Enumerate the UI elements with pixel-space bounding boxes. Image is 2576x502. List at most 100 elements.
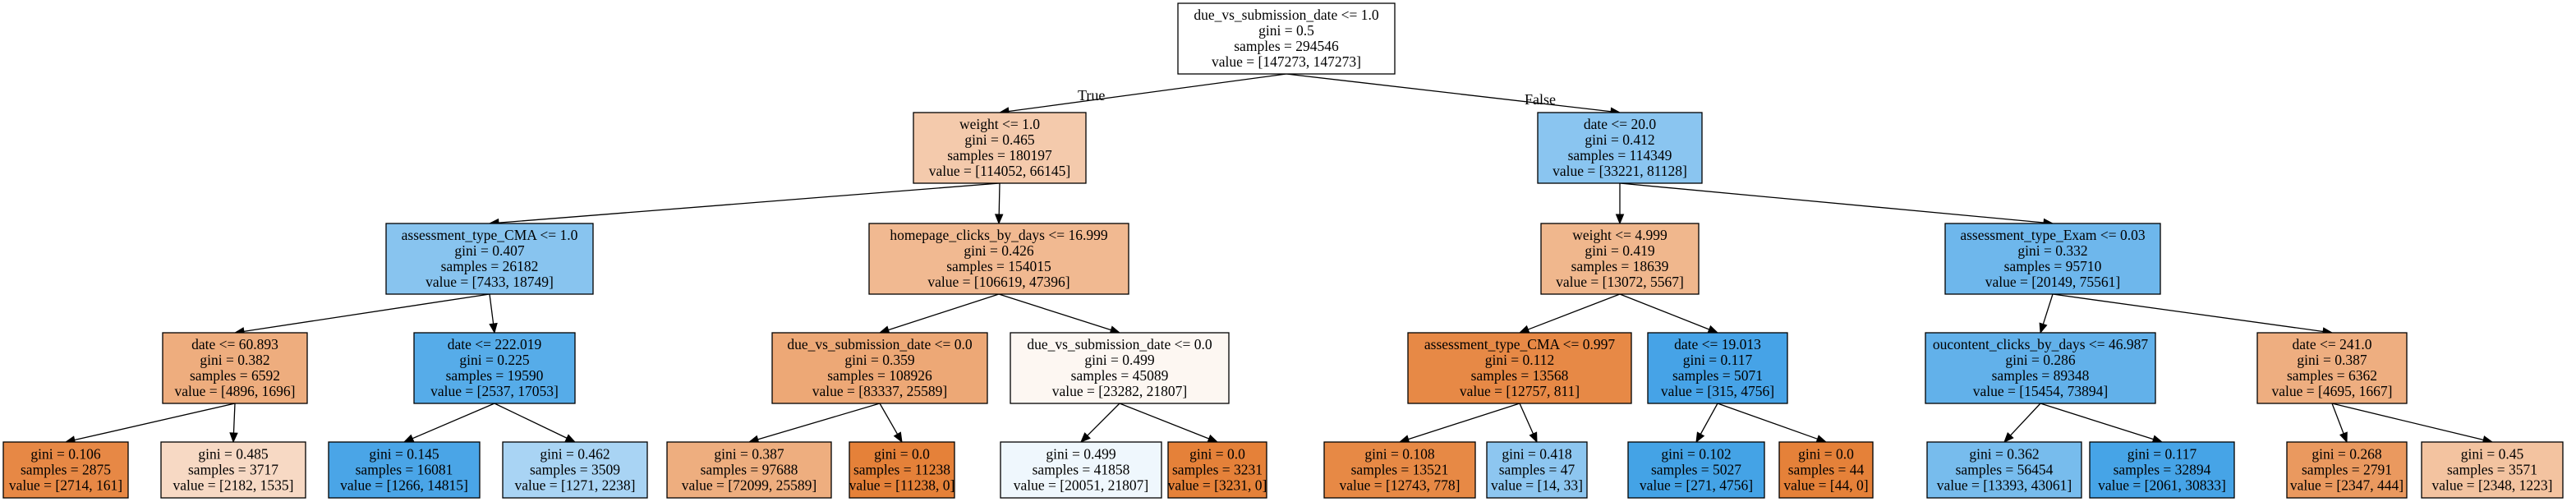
node-box [1407, 332, 1632, 404]
node-value-text: value = [7433, 18749] [426, 274, 554, 290]
node-value-text: value = [147273, 147273] [1212, 53, 1361, 70]
arrowhead-n20 [893, 431, 903, 444]
node-value-text: value = [13393, 43061] [1937, 477, 2072, 494]
node-split-text: due_vs_submission_date <= 1.0 [1194, 7, 1379, 23]
node-samples-text: samples = 154015 [946, 258, 1051, 274]
node-split-text: date <= 222.019 [448, 336, 542, 352]
node-gini-text: gini = 0.359 [844, 352, 914, 368]
node-gini-text: gini = 0.465 [964, 131, 1034, 148]
node-value-text: value = [1271, 2238] [515, 477, 636, 494]
node-gini-text: gini = 0.0 [1189, 446, 1245, 463]
node-box [1944, 223, 2161, 295]
node-samples-text: samples = 108926 [827, 367, 932, 384]
node-samples-text: samples = 13568 [1471, 367, 1569, 384]
arrowhead-n22 [1207, 434, 1219, 443]
edge-n4-n10 [998, 293, 1111, 331]
node-split-text: date <= 60.893 [191, 336, 278, 352]
arrowhead-n16 [229, 432, 238, 444]
node-box [2089, 441, 2235, 499]
node-gini-text: gini = 0.102 [1661, 446, 1731, 463]
node-samples-text: samples = 5071 [1672, 367, 1763, 384]
node-value-text: value = [315, 4756] [1661, 383, 1774, 399]
node-samples-text: samples = 44 [1788, 462, 1865, 478]
node-value-text: value = [1266, 14815] [340, 477, 468, 494]
node-split-text: weight <= 1.0 [959, 116, 1040, 132]
edge-n11-n23 [1408, 403, 1520, 440]
node-samples-text: samples = 294546 [1234, 38, 1339, 54]
node-value-text: value = [20149, 75561] [1985, 274, 2120, 290]
edge-n6-n13 [2042, 293, 2054, 325]
node-value-text: value = [4695, 1667] [2272, 383, 2393, 399]
node-samples-text: samples = 3231 [1172, 462, 1263, 478]
node-value-text: value = [3231, 0] [1168, 477, 1267, 494]
tree-edges [64, 73, 2494, 444]
node-samples-text: samples = 16081 [356, 462, 453, 478]
node-value-text: value = [13072, 5567] [1556, 274, 1684, 290]
node-gini-text: gini = 0.387 [2297, 352, 2367, 368]
node-samples-text: samples = 180197 [947, 147, 1052, 163]
node-value-text: value = [20051, 21807] [1014, 477, 1148, 494]
node-gini-text: gini = 0.362 [1969, 446, 2039, 463]
arrowhead-n29 [2339, 431, 2348, 444]
node-gini-text: gini = 0.0 [874, 446, 930, 463]
node-split-text: date <= 241.0 [2292, 336, 2371, 352]
arrowhead-n12 [1707, 325, 1719, 334]
node-gini-text: gini = 0.145 [369, 446, 439, 463]
node-split-text: oucontent_clicks_by_days <= 46.987 [1933, 336, 2149, 352]
edge-label-true: True [1078, 87, 1105, 104]
node-value-text: value = [2537, 17053] [430, 383, 559, 399]
node-box [162, 332, 308, 404]
node-samples-text: samples = 6592 [190, 367, 280, 384]
node-gini-text: gini = 0.412 [1585, 131, 1654, 148]
edge-n7-n16 [232, 403, 236, 434]
node-gini-text: gini = 0.0 [1798, 446, 1854, 463]
node-gini-text: gini = 0.485 [198, 446, 268, 463]
node-gini-text: gini = 0.117 [1683, 352, 1753, 368]
node-gini-text: gini = 0.382 [200, 352, 269, 368]
node-samples-text: samples = 56454 [1956, 462, 2054, 478]
node-samples-text: samples = 3509 [530, 462, 620, 478]
edge-n5-n12 [1619, 293, 1710, 330]
node-samples-text: samples = 114349 [1568, 147, 1672, 163]
edge-n1-n3 [498, 182, 1000, 223]
node-box [913, 112, 1087, 184]
arrowhead-n8 [489, 322, 498, 334]
node-box [1925, 332, 2156, 404]
node-gini-text: gini = 0.117 [2128, 446, 2197, 463]
node-value-text: value = [271, 4756] [1640, 477, 1753, 494]
arrowhead-n18 [564, 434, 577, 443]
node-gini-text: gini = 0.419 [1585, 242, 1654, 259]
node-gini-text: gini = 0.225 [459, 352, 529, 368]
node-value-text: value = [2714, 161] [9, 477, 122, 494]
node-split-text: date <= 19.013 [1674, 336, 1761, 352]
node-samples-text: samples = 41858 [1033, 462, 1130, 478]
node-value-text: value = [2061, 30833] [2098, 477, 2226, 494]
node-gini-text: gini = 0.407 [454, 242, 524, 259]
edge-label-false: False [1525, 91, 1556, 108]
node-split-text: due_vs_submission_date <= 0.0 [1027, 336, 1212, 352]
node-samples-text: samples = 2791 [2302, 462, 2392, 478]
node-value-text: value = [11238, 0] [849, 477, 955, 494]
node-box [1647, 332, 1788, 404]
node-box [1010, 332, 1230, 404]
node-value-text: value = [2182, 1535] [173, 477, 294, 494]
node-box [2256, 332, 2408, 404]
edge-n3-n7 [243, 293, 490, 332]
node-value-text: value = [4896, 1696] [175, 383, 296, 399]
node-gini-text: gini = 0.108 [1364, 446, 1434, 463]
